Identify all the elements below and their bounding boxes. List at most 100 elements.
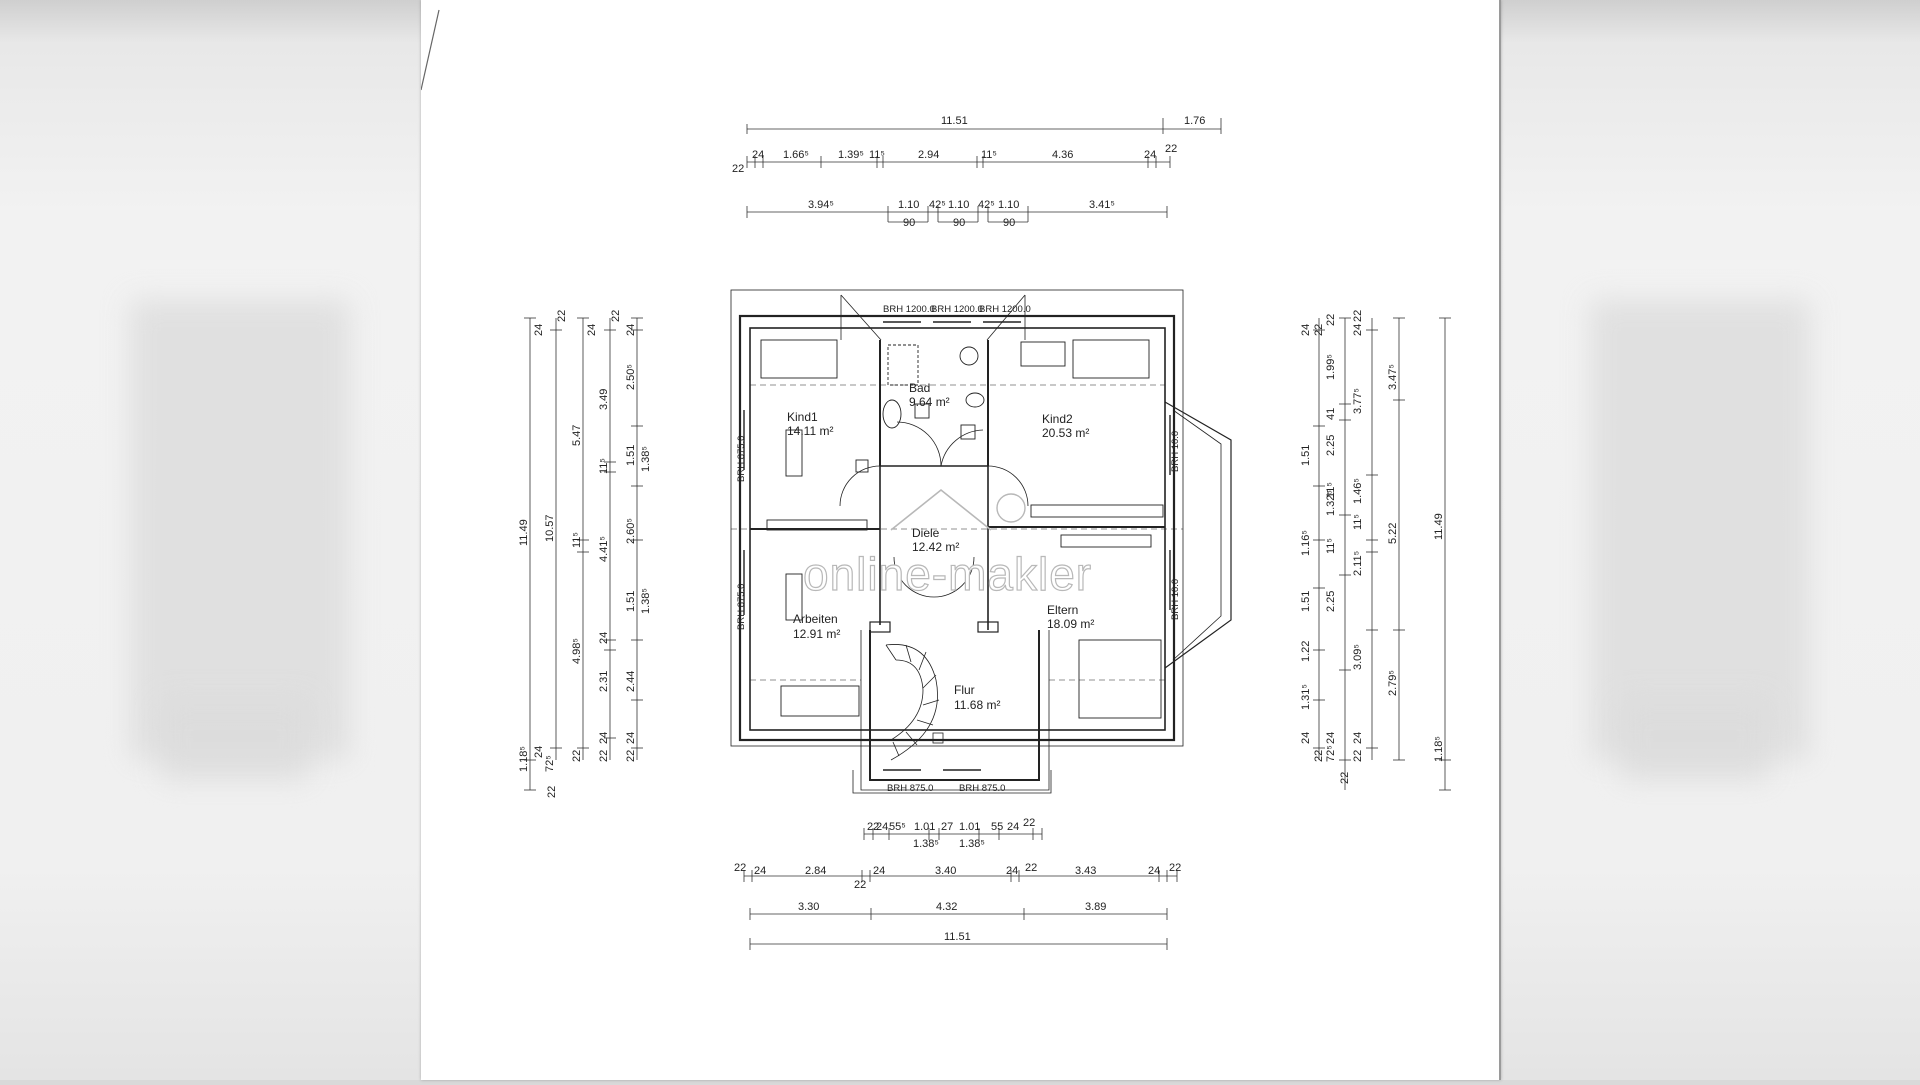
floor-plan-sheet: online-makler Bad 9.64 m² Kind1 14.11 m²… — [420, 0, 1501, 1080]
window-label-bottom-2: BRH 875.0 — [959, 783, 1005, 794]
dimension-label: 3.09⁵ — [1352, 644, 1364, 670]
dimension-label: 3.40 — [935, 865, 956, 877]
dimension-label: 2.11⁵ — [1352, 551, 1364, 576]
dimension-label: 24 — [533, 324, 545, 336]
watermark-text: online-makler — [803, 548, 1092, 600]
dimension-label: 72⁵ — [1325, 745, 1337, 762]
dimension-label: 90 — [903, 217, 915, 229]
dimension-label: 24 — [873, 865, 885, 877]
dimension-label: 1.38⁵ — [959, 838, 985, 850]
dimension-label: 3.94⁵ — [808, 199, 834, 211]
dimension-label: 1.39⁵ — [838, 149, 864, 161]
dimension-label: 24 — [1006, 865, 1018, 877]
dimension-label: 42⁵ — [978, 199, 995, 211]
dimension-label: 5.22 — [1387, 523, 1399, 544]
dimension-lines — [524, 118, 1451, 950]
dimension-label: 1.38⁵ — [640, 446, 652, 472]
dimension-label: 22 — [1352, 310, 1364, 322]
dimension-label: 3.89 — [1085, 901, 1106, 913]
dimension-label: 55 — [991, 821, 1003, 833]
dimension-label: 1.18⁵ — [518, 746, 530, 772]
dimension-label: 22 — [1313, 750, 1325, 762]
dimension-label: 1.01 — [914, 821, 935, 833]
dimension-label: 1.99⁵ — [1325, 354, 1337, 380]
dimension-label: 3.30 — [798, 901, 819, 913]
dimension-label: 24 — [1144, 149, 1156, 161]
dimension-label: 1.51 — [1300, 445, 1312, 466]
dimension-label: 2.94 — [918, 149, 939, 161]
room-area-bad: 9.64 m² — [909, 395, 950, 409]
dimension-label: 4.98⁵ — [571, 638, 583, 664]
dimension-label: 3.41⁵ — [1089, 199, 1115, 211]
window-label-left-lower: BRH 875.0 — [736, 584, 747, 630]
room-name-bad: Bad — [909, 381, 930, 395]
dimension-label: 11⁵ — [1325, 482, 1337, 498]
dimensions-bottom: 22 24 55⁵ 1.01 27 1.01 55 24 22 1.38⁵ 1.… — [734, 817, 1181, 943]
dimension-label: 24 — [876, 821, 888, 833]
dimension-label: 3.43 — [1075, 865, 1096, 877]
room-name-kind1: Kind1 — [787, 410, 818, 424]
dimension-label: 11.49 — [1433, 513, 1445, 540]
room-area-eltern: 18.09 m² — [1047, 617, 1094, 631]
dimension-label: 1.51 — [1300, 591, 1312, 612]
dimension-label: 1.51 — [625, 445, 637, 466]
window-label-left-upper: BRH 875.0 — [736, 436, 747, 482]
dimension-label: 22 — [571, 750, 583, 762]
dimension-label: 3.77⁵ — [1352, 388, 1364, 414]
walls — [730, 289, 1232, 794]
dimension-label: 24 — [1352, 324, 1364, 336]
dimensions-left: 11.49 1.18⁵ 22 24 10.57 24 72⁵ 22 5.47 1… — [518, 310, 652, 798]
dimension-label: 5.47 — [571, 425, 583, 446]
dimension-label: 22 — [1339, 772, 1351, 784]
dimension-label: 22 — [1023, 817, 1035, 829]
dimension-label: 2.25 — [1325, 591, 1337, 612]
dimension-label: 24 — [1007, 821, 1019, 833]
dimension-label: 24 — [533, 746, 545, 758]
dimension-label: 27 — [941, 821, 953, 833]
sheet-edge — [1499, 0, 1501, 1080]
dimension-label: 2.84 — [805, 865, 826, 877]
dimension-label: 10.57 — [544, 514, 556, 542]
dimension-label: 1.10 — [948, 199, 969, 211]
dimension-label: 24 — [1300, 732, 1312, 744]
dimension-label: 11.51 — [941, 115, 968, 127]
room-area-kind2: 20.53 m² — [1042, 426, 1089, 440]
room-area-arbeiten: 12.91 m² — [793, 627, 840, 641]
window-label-top-3: BRH 1200.0 — [979, 304, 1031, 315]
dimension-label: 24 — [754, 865, 766, 877]
dimension-label: 11.51 — [944, 931, 971, 943]
dimension-label: 4.41⁵ — [598, 536, 610, 562]
dimension-label: 22 — [854, 879, 866, 891]
dimension-label: 1.10 — [898, 199, 919, 211]
dimension-label: 22 — [1165, 143, 1177, 155]
dimension-label: 22 — [734, 862, 746, 874]
dimension-label: 11⁵ — [981, 149, 997, 161]
dimension-label: 4.32 — [936, 901, 957, 913]
dimension-label: 1.10 — [998, 199, 1019, 211]
dimension-label: 22 — [1352, 750, 1364, 762]
dimension-label: 22 — [546, 786, 558, 798]
dimension-label: 55⁵ — [889, 821, 906, 833]
dimension-label: 22 — [732, 163, 744, 175]
room-area-kind1: 14.11 m² — [787, 424, 833, 438]
dimension-label: 1.66⁵ — [783, 149, 809, 161]
room-area-flur: 11.68 m² — [954, 698, 1000, 712]
room-name-arbeiten: Arbeiten — [793, 612, 838, 626]
dimension-label: 24 — [625, 732, 637, 744]
dimension-label: 22 — [610, 310, 622, 322]
dimension-label: 24 — [1352, 732, 1364, 744]
dimension-label: 72⁵ — [544, 755, 556, 772]
window-label-top-1: BRH 1200.0 — [883, 304, 935, 315]
window-label-right-upper: BRH 10.0 — [1170, 431, 1181, 472]
dimension-label: 2.50⁵ — [625, 364, 637, 390]
dimension-label: 24 — [586, 324, 598, 336]
dimension-label: 1.01 — [959, 821, 980, 833]
dimension-label: 22 — [1325, 314, 1337, 326]
dimension-label: 2.31 — [598, 671, 610, 692]
room-name-flur: Flur — [954, 683, 975, 697]
blur-shape — [130, 300, 350, 760]
dimension-label: 2.79⁵ — [1387, 670, 1399, 696]
dimension-label: 24 — [1300, 324, 1312, 336]
dimensions-top: 11.51 1.76 22 24 1.66⁵ 1.39⁵ 11⁵ 2.94 11… — [732, 115, 1205, 229]
dimension-label: 24 — [598, 732, 610, 744]
